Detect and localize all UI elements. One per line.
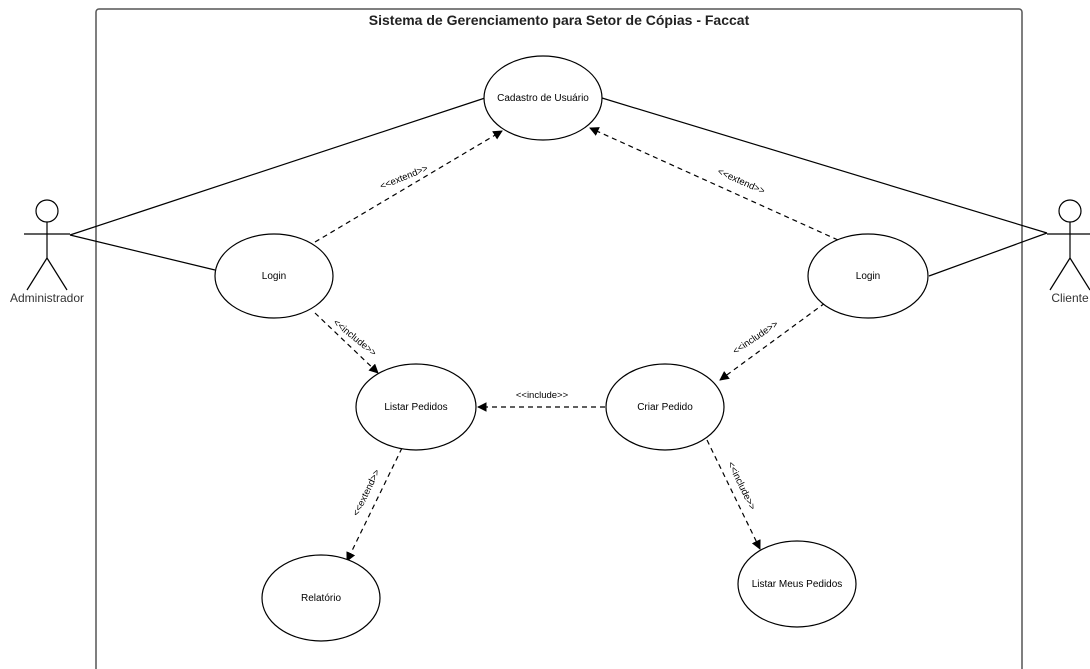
diagram-title: Sistema de Gerenciamento para Setor de C… bbox=[369, 12, 750, 28]
association-admin-cadastro bbox=[69, 97, 486, 236]
include-client-login-to-criar bbox=[719, 302, 826, 381]
use-case-criar-pedido: Criar Pedido bbox=[605, 363, 725, 451]
use-case-label: Cadastro de Usuário bbox=[497, 93, 589, 104]
use-case-login-admin: Login bbox=[214, 233, 334, 319]
use-case-listar-meus-pedidos: Listar Meus Pedidos bbox=[737, 540, 857, 628]
actor-head-icon bbox=[35, 199, 59, 223]
use-case-label: Relatório bbox=[301, 593, 341, 604]
use-case-cadastro: Cadastro de Usuário bbox=[483, 55, 603, 141]
include-criar-to-meus-pedidos bbox=[706, 439, 761, 550]
actor-label: Administrador bbox=[10, 291, 84, 305]
system-boundary bbox=[95, 8, 1023, 669]
association-client-login bbox=[928, 232, 1048, 277]
actor-administrador: Administrador bbox=[10, 199, 84, 305]
use-case-label: Listar Pedidos bbox=[384, 402, 447, 413]
association-client-cadastro bbox=[601, 97, 1048, 234]
use-case-label: Login bbox=[262, 271, 286, 282]
use-case-label: Criar Pedido bbox=[637, 402, 693, 413]
extend-client-login-to-cadastro bbox=[589, 127, 839, 241]
include-admin-login-to-listar bbox=[314, 312, 379, 374]
actor-cliente: Cliente bbox=[1047, 199, 1090, 305]
actor-head-icon bbox=[1058, 199, 1082, 223]
stereotype-label: <<include>> bbox=[516, 390, 569, 401]
use-case-listar-pedidos: Listar Pedidos bbox=[355, 363, 477, 451]
use-case-label: Login bbox=[856, 271, 880, 282]
association-admin-login bbox=[69, 234, 216, 271]
extend-listar-to-relatorio bbox=[346, 447, 403, 562]
use-case-relatorio: Relatório bbox=[261, 554, 381, 642]
actor-label: Cliente bbox=[1051, 291, 1089, 305]
extend-admin-login-to-cadastro bbox=[314, 130, 503, 243]
use-case-login-client: Login bbox=[807, 233, 929, 319]
use-case-label: Listar Meus Pedidos bbox=[752, 579, 843, 590]
